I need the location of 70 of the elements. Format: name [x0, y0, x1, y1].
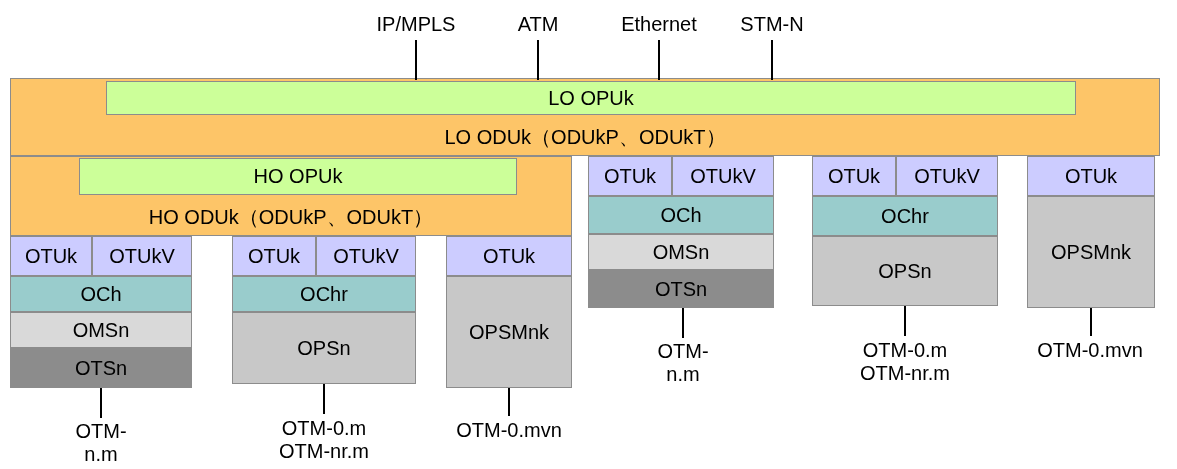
- layer-name: OPSn: [297, 336, 351, 360]
- layer-box: [588, 234, 774, 270]
- interface-label: OTM-0.mvn: [456, 418, 562, 442]
- layer-name: OPSMnk: [1051, 240, 1131, 264]
- connector-line: [904, 305, 906, 337]
- interface-label: OTM-0.mvn: [1037, 338, 1143, 362]
- layer-box: [232, 276, 416, 312]
- layer-box: [10, 276, 192, 312]
- layer-box: [106, 81, 1076, 115]
- connector-line: [1090, 307, 1092, 337]
- layer-name: OTUkV: [333, 244, 399, 268]
- layer-band: [10, 156, 572, 236]
- layer-box: [79, 158, 517, 195]
- interface-label: IP/MPLS: [376, 12, 456, 36]
- layer-name: HO OPUk: [253, 165, 343, 188]
- layer-box: [446, 276, 572, 388]
- layer-name: HO ODUk（ODUkP、ODUkT）: [148, 206, 434, 229]
- layer-box: [812, 156, 896, 196]
- layer-box: [1027, 156, 1155, 196]
- layer-name: OCh: [660, 203, 702, 227]
- interface-label: STM-N: [740, 12, 804, 36]
- connector-line: [682, 307, 684, 339]
- layer-name: OTSn: [74, 356, 128, 380]
- interface-label: OTM-0.m: [281, 417, 367, 440]
- layer-box: [446, 236, 572, 276]
- layer-name: LO OPUk: [548, 86, 634, 110]
- layer-box: [10, 312, 192, 348]
- layer-name: OTSn: [654, 277, 708, 301]
- layer-box: [232, 312, 416, 384]
- layer-name: LO ODUk（ODUkP、ODUkT）: [444, 126, 726, 149]
- layer-name: OMSn: [652, 240, 710, 264]
- layer-name: OTUkV: [109, 244, 175, 268]
- layer-name: OTUk: [827, 164, 881, 188]
- interface-label: Ethernet: [621, 12, 697, 36]
- layer-box: [1027, 196, 1155, 308]
- interface-label: OTM-n.m: [656, 340, 710, 386]
- layer-band: [10, 78, 1160, 156]
- connector-line: [100, 387, 102, 419]
- layer-name: OCh: [80, 282, 122, 306]
- layer-name: OPSMnk: [469, 320, 549, 344]
- layer-name: OChr: [300, 282, 348, 306]
- connector-line: [508, 387, 510, 417]
- layer-name: OPSn: [878, 259, 932, 283]
- layer-box: [812, 196, 998, 236]
- connector-line: [323, 383, 325, 415]
- layer-box: [896, 156, 998, 196]
- layer-name: OTUk: [24, 244, 78, 268]
- layer-box: [10, 236, 92, 276]
- layer-box: [588, 270, 774, 308]
- layer-box: [588, 156, 672, 196]
- layer-box: [588, 196, 774, 234]
- layer-name: OTUk: [482, 244, 536, 268]
- layer-name: OTUk: [1064, 164, 1118, 188]
- layer-box: [10, 348, 192, 388]
- layer-name: OMSn: [72, 318, 130, 342]
- layer-name: OTUk: [247, 244, 301, 268]
- layer-name: OChr: [881, 204, 929, 228]
- interface-label: OTM-0.m: [862, 339, 948, 362]
- layer-name: OTUkV: [690, 164, 756, 188]
- layer-box: [812, 236, 998, 306]
- interface-label: ATM: [517, 12, 559, 36]
- layer-box: [232, 236, 316, 276]
- interface-label: OTM-n.m: [74, 420, 128, 466]
- layer-name: OTUk: [603, 164, 657, 188]
- layer-box: [92, 236, 192, 276]
- interface-label: OTM-nr.m: [860, 362, 950, 385]
- layer-box: [316, 236, 416, 276]
- interface-label: OTM-nr.m: [279, 440, 369, 463]
- layer-box: [672, 156, 774, 196]
- layer-name: OTUkV: [914, 164, 980, 188]
